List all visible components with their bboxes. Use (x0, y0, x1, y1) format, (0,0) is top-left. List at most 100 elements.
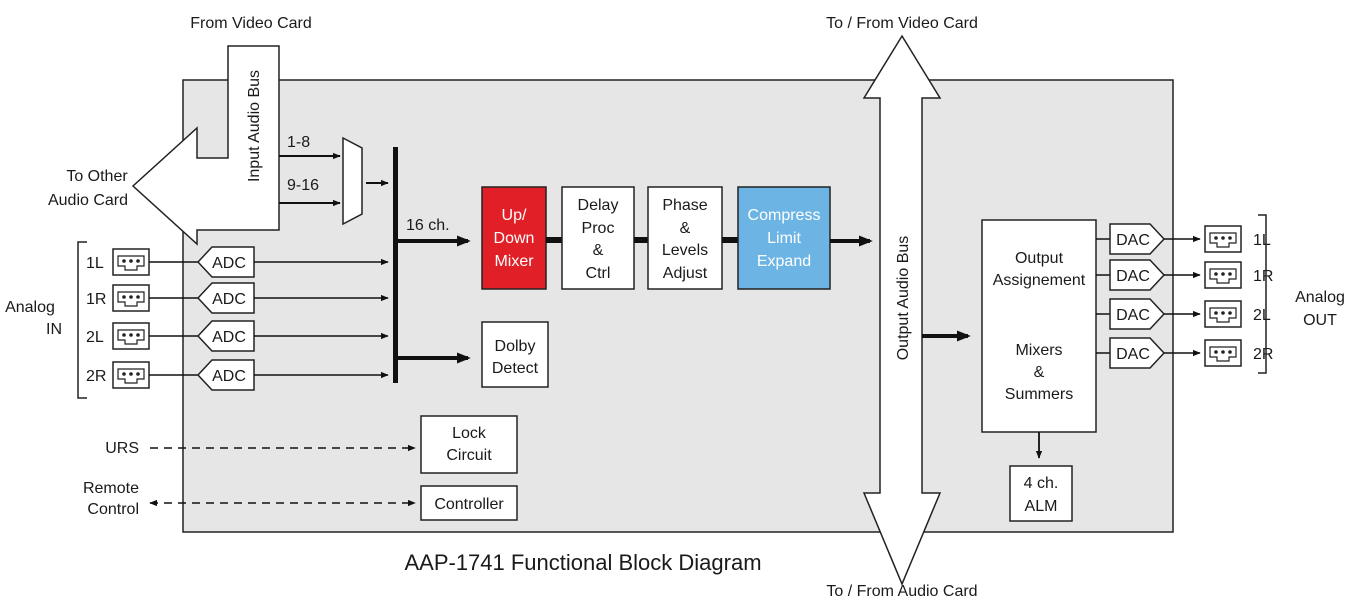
up-down-mixer-line-2: Down (494, 230, 535, 247)
chain-link-1 (546, 237, 562, 243)
input-connector-1-pin (129, 259, 133, 263)
output-connector-1-pin (1221, 236, 1225, 240)
output-audio-bus-label: Output Audio Bus (895, 236, 912, 361)
phase-levels-line-4: Adjust (663, 265, 708, 282)
phase-levels-line-2: & (680, 220, 691, 237)
input-connector-3-pin (136, 333, 140, 337)
output-connector-3-pin (1228, 311, 1232, 315)
dac-label: DAC (1116, 268, 1150, 285)
input-connector-1-socket (117, 255, 145, 271)
output-channel-label: 1L (1253, 232, 1271, 249)
analog-out-line-2: OUT (1303, 312, 1337, 329)
chain-link-2 (634, 237, 648, 243)
analog-out-bracket (1258, 214, 1267, 374)
input-connector-4-socket (117, 368, 145, 384)
lock-circuit-line-1: Lock (452, 425, 487, 442)
input-channel-label: 2R (86, 368, 106, 385)
dac-block (1109, 298, 1166, 330)
output-connector-1-pin (1214, 236, 1218, 240)
lock-circuit-line-2: Circuit (446, 447, 492, 464)
output-connector-4-pin (1214, 350, 1218, 354)
mixers-line-1: Mixers (1015, 342, 1062, 359)
dolby-detect-line-2: Detect (492, 360, 539, 377)
remote-control-line-2: Control (87, 501, 139, 518)
delay-proc-line-3: & (593, 242, 604, 259)
alm-line-1: 4 ch. (1024, 475, 1059, 492)
analog-in-line-2: IN (46, 321, 62, 338)
compress-line-2: Limit (767, 230, 801, 247)
analog-in-line-1: Analog (5, 299, 55, 316)
input-connector-4-pin (129, 372, 133, 376)
output-connector-4-socket (1209, 346, 1237, 362)
input-connector-3-socket (117, 329, 145, 345)
adc-label: ADC (212, 291, 246, 308)
output-connector-3-pin (1214, 311, 1218, 315)
input-connector-2-pin (136, 295, 140, 299)
input-channel-label: 1L (86, 255, 104, 272)
phase-levels-line-1: Phase (662, 197, 707, 214)
dac-block (1109, 259, 1166, 291)
output-assignment-block (981, 219, 1097, 433)
output-connector-2-pin (1221, 272, 1225, 276)
output-connector-1-socket (1209, 232, 1237, 248)
output-connector-4-pin (1221, 350, 1225, 354)
phase-levels-block (647, 186, 723, 290)
input-connector-2-socket (117, 291, 145, 307)
delay-proc-line-4: Ctrl (586, 265, 611, 282)
to-from-audio-card-label: To / From Audio Card (826, 583, 977, 599)
output-channel-label: 1R (1253, 268, 1273, 285)
output-audio-bus (862, 34, 942, 586)
output-connector-3-pin (1221, 311, 1225, 315)
controller-label: Controller (434, 496, 504, 513)
to-from-video-card-label: To / From Video Card (826, 15, 978, 32)
input-channel-label: 2L (86, 329, 104, 346)
alm-line-2: ALM (1025, 498, 1058, 515)
mixers-line-2: & (1034, 364, 1045, 381)
delay-proc-line-2: Proc (582, 220, 615, 237)
input-connector-3-pin (122, 333, 126, 337)
to-other-audio-card-label-2: Audio Card (48, 192, 128, 209)
compress-line-1: Compress (748, 207, 821, 224)
dolby-detect-line-1: Dolby (495, 338, 536, 355)
phase-levels-line-3: Levels (662, 242, 708, 259)
input-multiplexer (342, 136, 363, 226)
input-connector-2-pin (122, 295, 126, 299)
adc-label: ADC (212, 255, 246, 272)
dac-label: DAC (1116, 307, 1150, 324)
dolby-detect-block (481, 321, 549, 388)
input-9-16-label: 9-16 (287, 177, 319, 194)
mixers-line-3: Summers (1005, 386, 1073, 403)
dac-block (1109, 223, 1166, 255)
adc-label: ADC (212, 368, 246, 385)
output-assign-line-2: Assignement (993, 272, 1086, 289)
output-channel-label: 2R (1253, 346, 1273, 363)
output-connector-1-pin (1228, 236, 1232, 240)
output-assign-line-1: Output (1015, 250, 1064, 267)
output-connector-4-pin (1228, 350, 1232, 354)
chain-link-3 (722, 237, 738, 243)
remote-control-line-1: Remote (83, 480, 139, 497)
analog-in-bracket (77, 241, 87, 399)
adc-label: ADC (212, 329, 246, 346)
input-connector-4-pin (122, 372, 126, 376)
analog-out-line-1: Analog (1295, 289, 1345, 306)
compress-limit-block (737, 186, 831, 290)
analog-inputs: 1L ADC 1R ADC 2L ADC 2R ADC (86, 246, 389, 391)
lock-circuit-block (420, 415, 518, 474)
output-connector-2-pin (1228, 272, 1232, 276)
input-connector-2-pin (129, 295, 133, 299)
internal-16ch-bus (393, 147, 398, 383)
input-connector-4-pin (136, 372, 140, 376)
input-channel-label: 1R (86, 291, 106, 308)
output-connector-2-pin (1214, 272, 1218, 276)
dac-label: DAC (1116, 232, 1150, 249)
input-1-8-label: 1-8 (287, 134, 310, 151)
output-connector-3-socket (1209, 307, 1237, 323)
up-down-mixer-line-1: Up/ (502, 207, 527, 224)
controller-block (420, 485, 518, 521)
sixteen-ch-label: 16 ch. (406, 217, 450, 234)
output-channel-label: 2L (1253, 307, 1271, 324)
diagram-caption: AAP-1741 Functional Block Diagram (404, 550, 761, 575)
urs-label: URS (105, 440, 139, 457)
